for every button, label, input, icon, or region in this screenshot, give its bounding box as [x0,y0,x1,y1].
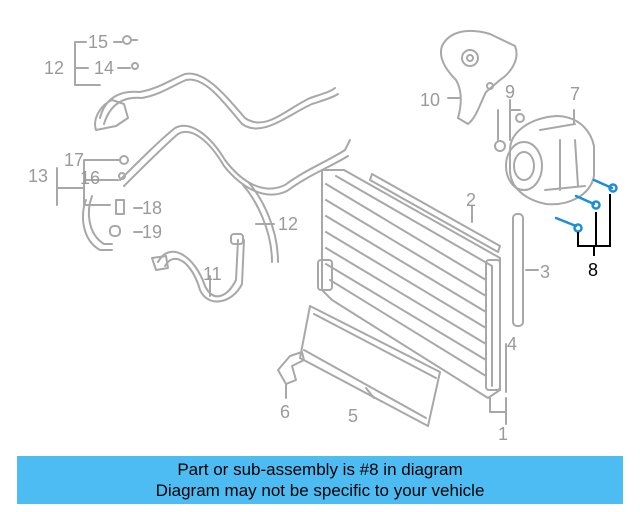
callout-4: 4 [507,334,517,354]
leader-8 [577,194,611,256]
parts-diagram: 15 14 12 17 16 13 18 19 10 9 7 2 12 11 3… [28,29,618,444]
callout-15: 15 [88,32,108,52]
ac-compressor [494,113,595,206]
callout-18: 18 [142,198,162,218]
callout-16: 16 [80,168,100,188]
callout-13: 13 [28,166,48,186]
mount-bracket [277,351,305,385]
upper-hose-assembly [94,35,339,131]
callout-9: 9 [505,82,515,102]
callout-19: 19 [142,222,162,242]
compressor-bracket [440,29,518,125]
seal-panel [299,305,441,427]
callout-6: 6 [280,402,290,422]
banner-line-2: Diagram may not be specific to your vehi… [155,481,485,500]
callout-2: 2 [466,190,476,210]
callout-11: 11 [203,264,222,284]
callout-14: 14 [94,58,114,78]
callout-1: 1 [498,424,508,444]
lower-tube-12 [242,182,279,263]
bolt-assembly-8 [554,178,618,233]
middle-hose-assembly [82,124,351,251]
receiver-dryer [512,213,524,327]
leader-lines [56,41,575,425]
banner-line-1: Part or sub-assembly is #8 in diagram [177,460,463,479]
callout-12a: 12 [44,58,64,78]
lower-hose-11 [151,233,245,303]
condenser [317,169,501,399]
rod-2 [369,173,501,253]
callout-17: 17 [64,150,84,170]
callout-3: 3 [540,262,550,282]
callout-8: 8 [588,260,598,280]
callout-12b: 12 [278,214,298,234]
callout-7: 7 [570,84,580,104]
callout-10: 10 [420,90,440,110]
callout-5: 5 [348,406,358,426]
info-banner: Part or sub-assembly is #8 in diagram Di… [17,456,623,504]
